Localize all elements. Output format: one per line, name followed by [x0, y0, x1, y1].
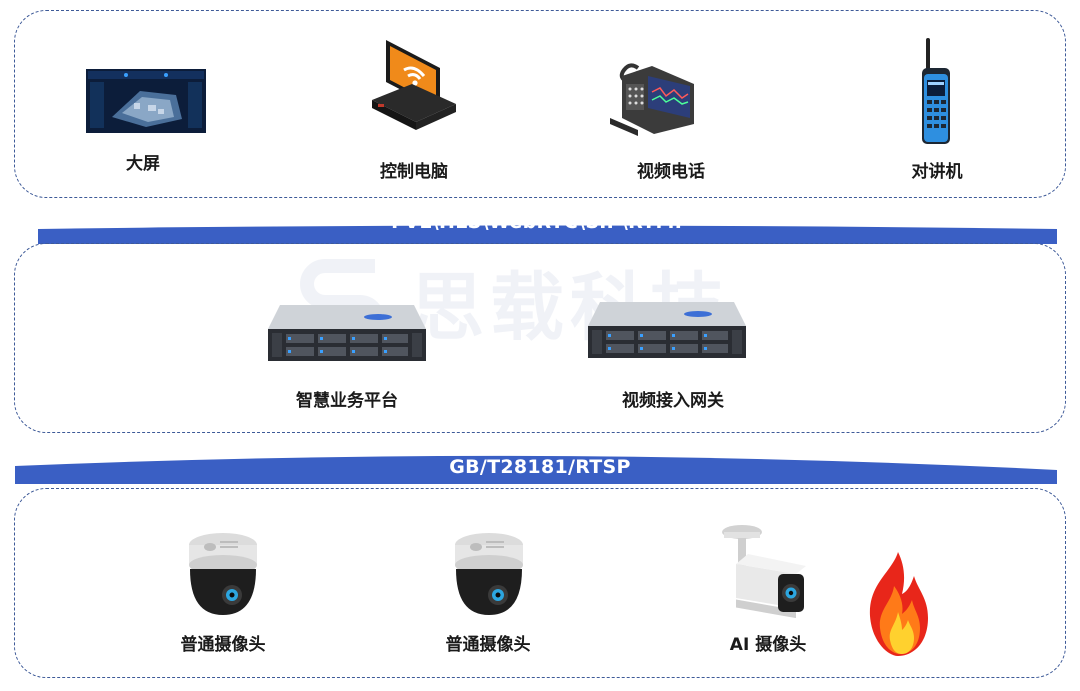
- normal-camera-1-label: 普通摄像头: [180, 635, 266, 655]
- large-screen-icon: [86, 69, 206, 133]
- upper-protocol-label: FVL\HLS\WebRTC\SIP\RTMP: [391, 211, 689, 233]
- smart-business-platform-label: 智慧业务平台: [296, 391, 398, 411]
- control-computer-icon: [370, 38, 458, 130]
- walkie-talkie-label: 对讲机: [911, 162, 963, 182]
- fire-icon: [864, 550, 932, 658]
- server-icon: [268, 303, 426, 363]
- upper-protocol-band: [38, 225, 1057, 244]
- ai-camera-label: AI 摄像头: [729, 635, 807, 655]
- video-access-gateway-label: 视频接入网关: [622, 391, 724, 411]
- walkie-talkie-icon: [920, 38, 952, 144]
- bullet-camera-icon: [716, 524, 808, 618]
- control-computer-label: 控制电脑: [380, 162, 448, 182]
- client-layer-panel: [14, 10, 1066, 198]
- large-screen-label: 大屏: [126, 154, 160, 174]
- lower-protocol-band: [15, 455, 1057, 484]
- normal-camera-2-label: 普通摄像头: [445, 635, 531, 655]
- device-layer-panel: [14, 488, 1066, 678]
- platform-layer-panel: [14, 243, 1066, 433]
- video-phone-icon: [608, 62, 696, 136]
- server-icon: [588, 300, 746, 360]
- video-phone-label: 视频电话: [637, 162, 705, 182]
- lower-protocol-label: GB/T28181/RTSP: [449, 456, 631, 478]
- dome-camera-icon: [452, 531, 526, 617]
- dome-camera-icon: [186, 531, 260, 617]
